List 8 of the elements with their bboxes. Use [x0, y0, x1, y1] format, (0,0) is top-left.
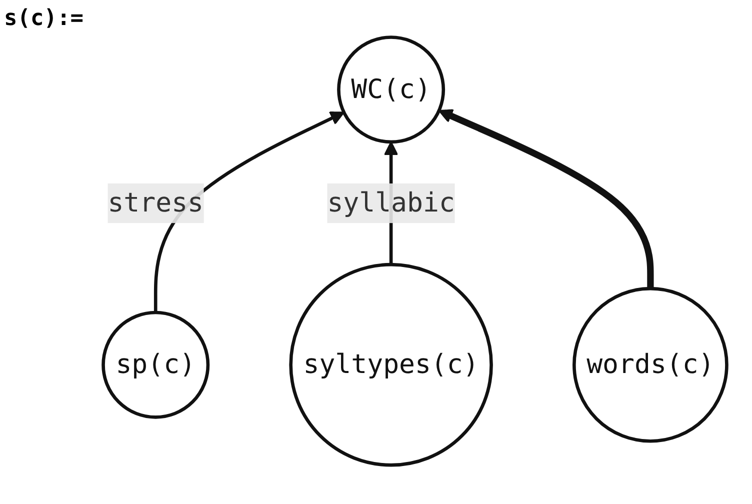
formula-label: s(c):=	[4, 6, 84, 31]
edge-label: stress	[108, 186, 204, 218]
node-circle: sp(c)	[102, 310, 210, 419]
node-circle: words(c)	[572, 286, 728, 443]
edge-label: syllabic	[327, 186, 455, 218]
node-circle: syltypes(c)	[289, 262, 493, 467]
arrow	[438, 109, 654, 288]
node-circle: WC(c)	[337, 35, 446, 144]
